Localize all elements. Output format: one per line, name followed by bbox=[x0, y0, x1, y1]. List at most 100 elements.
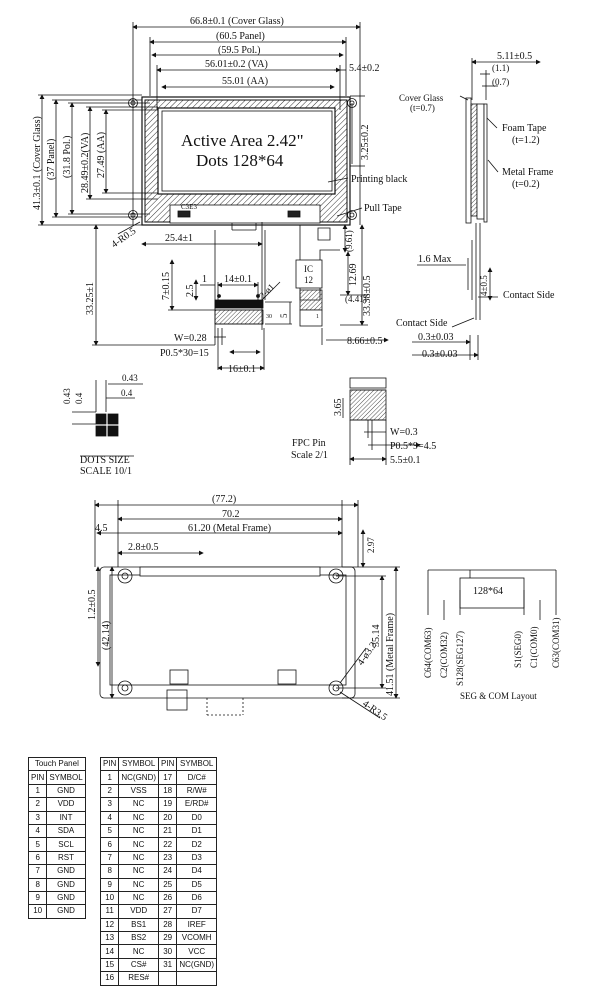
pin-number: 21 bbox=[158, 823, 178, 839]
dim-42-14: (42.14) bbox=[101, 621, 112, 650]
dim-0-7: (0.7) bbox=[492, 77, 509, 87]
dim-cover-glass-width: 66.8±0.1 (Cover Glass) bbox=[190, 16, 284, 27]
metal-frame-thickness: (t=0.2) bbox=[512, 179, 540, 190]
dim-1: 1 bbox=[202, 274, 207, 285]
fpc-scale: Scale 2/1 bbox=[291, 450, 328, 461]
pin-number: 9 bbox=[27, 890, 48, 906]
pin-symbol: SDA bbox=[46, 823, 86, 839]
pin-number: 1 bbox=[27, 783, 48, 799]
dim-panel-width: (60.5 Panel) bbox=[216, 31, 265, 42]
column-header: SYMBOL bbox=[176, 756, 218, 772]
pin-symbol: D6 bbox=[176, 890, 218, 906]
pin-symbol: GND bbox=[46, 904, 86, 919]
pin-number: 6 bbox=[27, 850, 48, 866]
dot-dim-043-top: 0.43 bbox=[122, 373, 138, 383]
pin-number: 20 bbox=[158, 810, 178, 825]
pin-number: 2 bbox=[27, 797, 48, 812]
pin-number: 2 bbox=[99, 783, 120, 799]
pin-number: 1 bbox=[99, 770, 120, 785]
active-area-title: Active Area 2.42" bbox=[181, 131, 304, 150]
pin-number: 23 bbox=[158, 850, 178, 866]
seg-com-caption: SEG & COM Layout bbox=[460, 691, 537, 701]
pull-tape-label: Pull Tape bbox=[364, 203, 402, 214]
pin-symbol: RES# bbox=[118, 971, 160, 986]
pin-number: 8 bbox=[99, 864, 120, 879]
dim-aa-width: 55.01 (AA) bbox=[222, 76, 268, 87]
pin-number: 18 bbox=[158, 783, 178, 799]
back-view bbox=[94, 500, 400, 719]
column-header: SYMBOL bbox=[118, 756, 160, 772]
side-view bbox=[412, 58, 541, 360]
dim-0-3-a: 0.3±0.03 bbox=[418, 332, 454, 343]
pin-symbol: VSS bbox=[118, 783, 160, 799]
pin-symbol: NC bbox=[118, 864, 160, 879]
pin-symbol: NC(GND) bbox=[118, 770, 160, 785]
pin-number: 9 bbox=[99, 877, 120, 892]
dim-w028: W=0.28 bbox=[174, 333, 207, 344]
pin-symbol: R/W# bbox=[176, 783, 218, 799]
pin-number: 8 bbox=[27, 877, 48, 892]
pin-number: 28 bbox=[158, 917, 178, 933]
pin-symbol: VDD bbox=[46, 797, 86, 812]
pin-symbol: BS2 bbox=[118, 931, 160, 946]
pin-number: 16 bbox=[99, 971, 120, 986]
table-row: Touch Panel bbox=[28, 756, 86, 772]
seg-label-c64: C64(COM63) bbox=[423, 627, 433, 678]
pin-symbol: D0 bbox=[176, 810, 218, 825]
seg-dots-label: 128*64 bbox=[473, 586, 503, 597]
dim-9-61: (9.61) bbox=[344, 230, 354, 252]
dim-25-4: 25.4±1 bbox=[165, 233, 193, 244]
touch-panel-title: Touch Panel bbox=[28, 756, 86, 772]
fpc-total: 5.5±0.1 bbox=[390, 455, 421, 466]
pin-number: 5 bbox=[27, 837, 48, 852]
dim-hole-radius: 4-R3.5 bbox=[360, 698, 389, 723]
radius-label: 4-R0.5 bbox=[109, 226, 138, 251]
column-header: PIN bbox=[158, 756, 178, 772]
pin-number: 25 bbox=[158, 877, 178, 892]
pin-symbol: IREF bbox=[176, 917, 218, 933]
pin-number: 3 bbox=[27, 810, 48, 825]
pin-number: 5 bbox=[99, 823, 120, 839]
dim-hole-dia: 4-ø3.2 bbox=[355, 640, 379, 667]
pin-number bbox=[158, 971, 178, 986]
pin-symbol: E/RD# bbox=[176, 797, 218, 812]
pin-symbol: D7 bbox=[176, 904, 218, 919]
pin-symbol: D4 bbox=[176, 864, 218, 879]
pin-symbol: SCL bbox=[46, 837, 86, 852]
pin-symbol: D/C# bbox=[176, 770, 218, 785]
cover-glass-thickness: (t=0.7) bbox=[410, 103, 435, 113]
pin-number: 15 bbox=[99, 957, 120, 973]
dim-panel-height: (37 Panel) bbox=[46, 139, 57, 180]
pin-symbol: D1 bbox=[176, 823, 218, 839]
dim-12-69: 12.69 bbox=[348, 264, 359, 287]
dim-33-25: 33.25±1 bbox=[85, 282, 96, 315]
pin-symbol: CS# bbox=[118, 957, 160, 973]
dim-61-20: 61.20 (Metal Frame) bbox=[188, 523, 271, 534]
dim-77-2: (77.2) bbox=[212, 494, 236, 505]
pin-symbol: BS1 bbox=[118, 917, 160, 933]
pin-symbol: NC bbox=[118, 944, 160, 959]
pin-number: 27 bbox=[158, 904, 178, 919]
pin-number: 11 bbox=[99, 904, 120, 919]
dim-7: 7±0.15 bbox=[161, 272, 172, 300]
dim-4-5: 4.5 bbox=[95, 523, 108, 534]
pin-number: 6 bbox=[99, 837, 120, 852]
dim-16: 16±0.1 bbox=[228, 364, 256, 375]
pin-number: 4 bbox=[99, 810, 120, 825]
